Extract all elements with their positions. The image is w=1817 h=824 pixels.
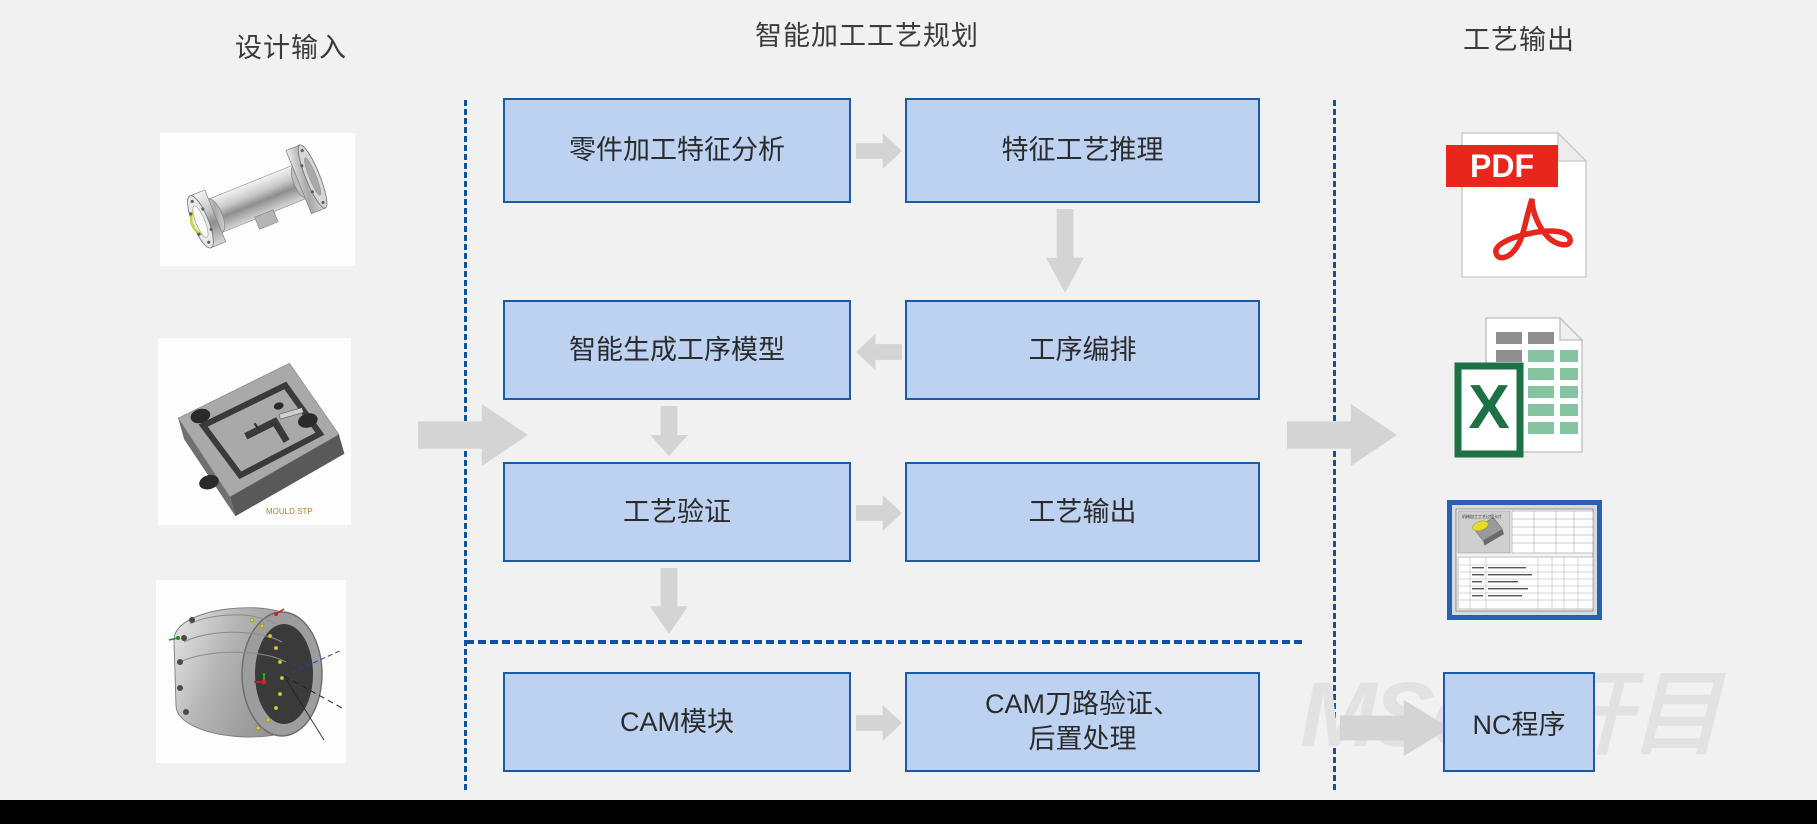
arrow-planning-to-output-icon [1287, 404, 1397, 466]
process-box-process-validation[interactable]: 工艺验证 [503, 462, 851, 562]
svg-text:MOULD.STP: MOULD.STP [266, 507, 313, 516]
arrow-right-icon [856, 495, 902, 531]
column-title-planning: 智能加工工艺规划 [755, 21, 979, 51]
process-box-feature-analysis[interactable]: 零件加工特征分析 [503, 98, 851, 203]
process-box-process-output[interactable]: 工艺输出 [905, 462, 1260, 562]
process-box-process-sequencing[interactable]: 工序编排 [905, 300, 1260, 400]
pdf-file-icon: PDF [1440, 125, 1605, 285]
pdf-icon-label: PDF [1470, 148, 1534, 184]
input-thumbnail-mold-base: MOULD.STP [158, 338, 351, 525]
arrow-down-icon [1046, 209, 1084, 293]
arrow-input-to-planning-icon [418, 404, 528, 466]
svg-text:机械加工工艺过程卡片: 机械加工工艺过程卡片 [1462, 513, 1502, 519]
column-title-design-input: 设计输入 [235, 33, 347, 63]
arrow-down-icon [650, 406, 688, 456]
process-box-nc-program[interactable]: NC程序 [1443, 672, 1595, 772]
arrow-down-icon [650, 568, 688, 634]
arrow-left-icon [856, 334, 902, 370]
process-box-feature-reasoning[interactable]: 特征工艺推理 [905, 98, 1260, 203]
process-box-cam-module[interactable]: CAM模块 [503, 672, 851, 772]
input-thumbnail-shaft-housing [160, 133, 355, 266]
process-box-cam-toolpath-validation[interactable]: CAM刀路验证、 后置处理 [905, 672, 1260, 772]
excel-file-icon: X [1452, 310, 1592, 460]
process-sheet-icon: 机械加工工艺过程卡片 [1447, 500, 1602, 620]
input-thumbnail-casing [156, 580, 346, 763]
arrow-right-icon [856, 705, 902, 741]
process-box-process-model-generation[interactable]: 智能生成工序模型 [503, 300, 851, 400]
bottom-bar [0, 800, 1817, 824]
excel-icon-label: X [1468, 373, 1509, 442]
arrow-right-icon [856, 133, 902, 169]
column-title-output: 工艺输出 [1463, 25, 1575, 55]
cam-section-divider [466, 640, 1302, 644]
